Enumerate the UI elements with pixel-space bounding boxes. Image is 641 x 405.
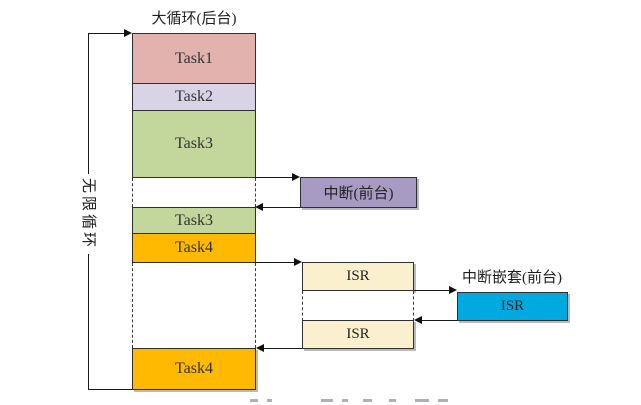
arrow-task4-to-isr-line [255,262,295,263]
arrow-interrupt-return-head-icon [255,203,263,211]
arrow-isr-return-to-task4-line [264,348,302,349]
task-block-3: Task3 [132,110,256,178]
infinite-loop-label: 无限循环 [78,174,98,254]
arrow-nested-return-head-icon [414,316,422,324]
interrupt-box: 中断(前台) [300,177,417,208]
loop-arrowhead-icon [124,29,132,37]
arrow-task4-to-isr-head-icon [294,258,302,266]
suspended-gap-1 [132,178,256,207]
task-block-4-resumed: Task4 [132,348,256,390]
arrow-isr-to-nested-head-icon [449,286,457,294]
background-loop-title: 大循环(后台) [151,11,237,27]
arrow-isr-to-nested-line [414,290,450,291]
task-block-3-resumed: Task3 [132,207,256,234]
caption-fragment [250,399,475,404]
arrow-isr-return-to-task4-head-icon [256,344,264,352]
nested-isr-box: ISR [457,292,568,321]
task-block-4: Task4 [132,233,256,263]
isr-suspended-gap [302,291,414,321]
arrow-task3-to-interrupt-line [255,177,293,178]
nested-interrupt-title: 中断嵌套(前台) [462,270,562,286]
loop-bracket-bottom-line [88,389,133,390]
arrow-nested-return-line [422,320,457,321]
task-block-1: Task1 [132,33,256,84]
task-block-2: Task2 [132,83,256,111]
isr-box-1: ISR [302,262,414,291]
loop-bracket-top-line [88,33,124,34]
arrow-interrupt-return-line [262,207,300,208]
arrow-task3-to-interrupt-head-icon [292,173,300,181]
isr-box-2: ISR [302,320,414,349]
suspended-gap-2 [132,263,256,348]
